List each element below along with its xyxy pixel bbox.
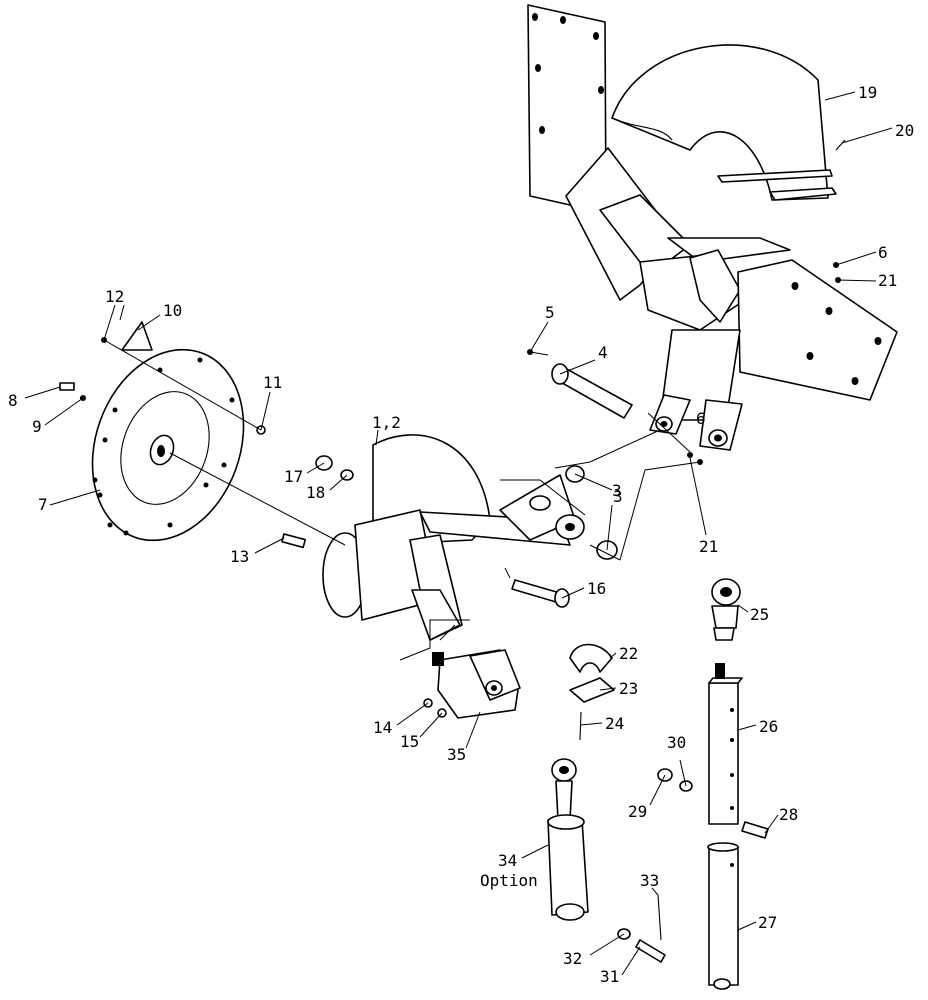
wheel-disc: [91, 348, 245, 542]
callout-19: 19: [858, 83, 877, 102]
callout-17: 17: [284, 467, 303, 486]
callout-8: 8: [8, 391, 18, 410]
callout-29: 29: [628, 802, 647, 821]
callout-21a: 21: [878, 271, 897, 290]
fender-guard: [611, 44, 837, 201]
callout-16: 16: [587, 579, 606, 598]
callout-3b: 3: [613, 487, 623, 506]
callout-31: 31: [600, 967, 619, 986]
callout-32: 32: [563, 949, 582, 968]
callout-10: 10: [163, 301, 182, 320]
callout-1-2: 1,2: [372, 413, 401, 432]
callout-14: 14: [373, 718, 392, 737]
callout-33: 33: [640, 871, 659, 890]
hydraulic-motor: [432, 649, 521, 719]
mounting-frame-assembly: [527, 4, 898, 451]
adjustment-tubes: [707, 663, 743, 990]
callout-18: 18: [306, 483, 325, 502]
callout-7: 7: [38, 495, 48, 514]
callout-6b: 6: [696, 409, 706, 428]
callout-leaders: [24, 91, 893, 976]
callout-11: 11: [263, 373, 282, 392]
callout-15: 15: [400, 732, 419, 751]
callout-21b: 21: [699, 537, 718, 556]
callout-23: 23: [619, 679, 638, 698]
assembly-lines: [103, 339, 701, 661]
callout-5: 5: [545, 303, 555, 322]
callout-12: 12: [105, 287, 124, 306]
callout-4: 4: [598, 343, 608, 362]
callout-6a: 6: [878, 243, 888, 262]
callout-option: Option: [480, 871, 538, 890]
callout-9: 9: [32, 417, 42, 436]
callout-27: 27: [758, 913, 777, 932]
callout-20: 20: [895, 121, 914, 140]
callout-25: 25: [750, 605, 769, 624]
callout-35: 35: [447, 745, 466, 764]
callout-22: 22: [619, 644, 638, 663]
callout-24: 24: [605, 714, 624, 733]
callout-3a: 3: [612, 481, 622, 500]
callout-26: 26: [759, 717, 778, 736]
callout-34: 34: [498, 851, 517, 870]
small-hardware: [59, 139, 846, 963]
callout-13: 13: [230, 547, 249, 566]
scraper-arm-body: [322, 434, 585, 641]
hydraulic-cylinder: [547, 758, 589, 921]
callout-labels: 19 20 6 21 5 4 6 21 12 10 8 9 11 7 1,2 1…: [8, 83, 914, 986]
callout-28: 28: [779, 805, 798, 824]
rod-end: [711, 578, 741, 641]
callout-30: 30: [667, 733, 686, 752]
